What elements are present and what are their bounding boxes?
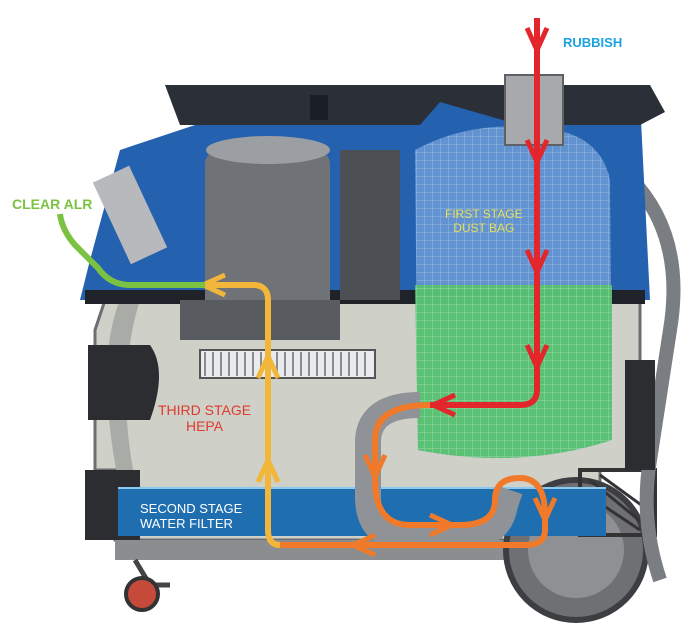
arrow-yellow-1 [255,453,281,484]
motor-connector [340,150,400,300]
arrow-red-4 [524,343,550,374]
right-bumper [625,360,655,470]
first-stage-line1: FIRST STAGE [445,207,523,221]
intake-pipe [355,392,523,548]
first-stage-line2: DUST BAG [453,220,515,235]
arrow-orange-4 [346,532,377,558]
flow-red [430,18,540,408]
arrow-yellow-2 [255,349,281,380]
first-stage-label: FIRST STAGE DUST BAG [445,207,523,236]
second-stage-label: SECOND STAGE WATER FILTER [140,501,243,532]
motor-top [206,136,330,164]
rubbish-label: RUBBISH [563,35,623,50]
caster-wheel [124,576,160,612]
third-stage-line1: THIRD STAGE [158,402,252,418]
hepa-pleats [204,352,366,376]
side-cover [92,165,168,265]
second-stage-line1: SECOND STAGE [140,501,243,516]
arrow-red-3 [524,248,550,279]
second-stage-line2: WATER FILTER [140,515,233,531]
arrow-orange-1 [362,453,388,484]
lid-latch [310,95,328,120]
motor-base [180,300,340,340]
flow-yellow [205,282,281,548]
arrow-red-5 [426,392,457,418]
arrow-orange-2 [428,512,459,538]
third-stage-label: THIRD STAGE HEPA [158,402,251,434]
arrow-orange-3 [532,496,558,527]
third-stage-line2: HEPA [185,418,224,435]
top-lid [165,85,665,125]
flow-green [57,213,205,288]
dust-bag-fill-mesh [415,285,612,458]
side-handle [88,345,159,420]
flow-orange [280,402,548,548]
clear-air-label: CLEAR ALR [12,196,93,212]
arrow-red-2 [524,138,550,169]
arrow-red-1 [524,26,550,57]
